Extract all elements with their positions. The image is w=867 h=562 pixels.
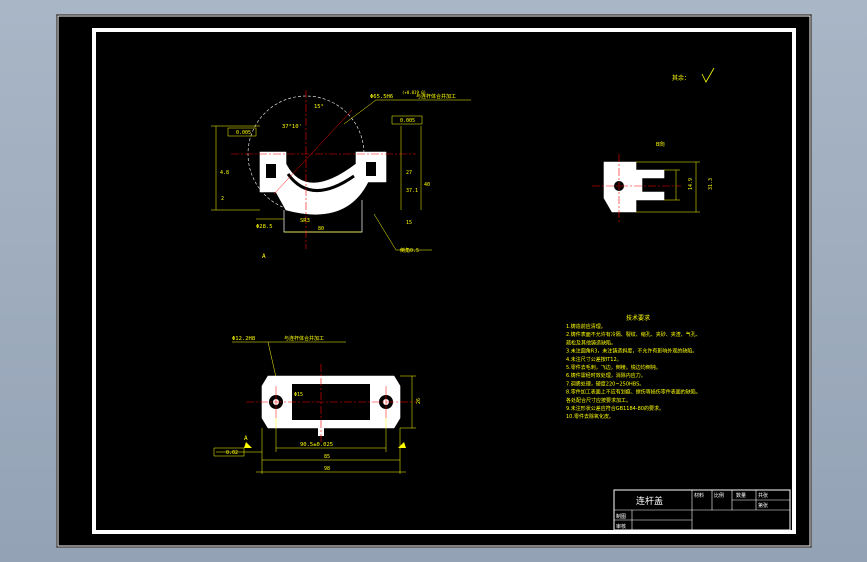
side-view[interactable]: B向 14.9 31.3 (592, 140, 714, 222)
tb-sheet2: 第张 (758, 502, 768, 509)
note-line: 各处配合尺寸应按要求加工。 (566, 397, 631, 404)
finish-note: 与连杆体合并加工 (416, 93, 456, 100)
tb-sheet: 共张 (758, 492, 768, 499)
note-line: 9.未注形状公差应符合GB1184-80的要求。 (566, 405, 664, 412)
note-line: 1.铸造前应清理。 (566, 323, 606, 330)
technical-notes: 技术要求 1.铸造前应清理。2.铸件表面不允许有冷隔、裂纹、缩孔、夹砂、夹渣、气… (566, 314, 701, 420)
note-line: 3.未注圆角R3，未注铸造斜度，不允许有影响外观的缺陷。 (566, 348, 697, 355)
perp-frame (391, 115, 423, 125)
plan-85: 85 (324, 454, 330, 460)
flatness-value: 0.005 (236, 130, 251, 136)
top-fit: (+0.019 0) (402, 90, 426, 95)
tb-row2: 比例 (714, 492, 724, 499)
width-80: 80 (318, 226, 324, 232)
plan-perp: 0.02 (226, 450, 238, 456)
tb-row3: 数量 (736, 492, 746, 499)
cad-viewport[interactable]: 其余： 0.005 0.005 Φ65.5H6 (56, 14, 812, 548)
left-height: 4.8 (220, 170, 229, 176)
tb-drawn: 制图 (616, 513, 626, 520)
right-dim: 37.1 (406, 188, 418, 194)
bore-depth: 40 (424, 182, 430, 188)
a-label: A (262, 253, 266, 260)
side-body (603, 161, 665, 213)
tb-row1: 材料 (694, 492, 704, 499)
plan-letter: A (244, 435, 248, 442)
plan-98: 98 (324, 466, 330, 472)
perp-value: 0.005 (400, 118, 415, 124)
note-line: 8.零件加工表面上不应有划痕、擦伤等损伤零件表面的缺陷。 (566, 389, 701, 396)
title-block[interactable]: 连杆盖 材料 比例 数量 共张 第张 制图 审核 (613, 489, 791, 531)
angle-label-2: 15° (314, 104, 324, 110)
bottom-left: 2 (221, 196, 224, 202)
leader-top (343, 99, 377, 125)
drawing-sheet: 其余： 0.005 0.005 Φ65.5H6 (57, 15, 811, 547)
tb-checked: 审核 (616, 523, 626, 530)
plan-arrow-2 (398, 442, 406, 448)
drawing-frame (92, 28, 796, 534)
label-15: 15 (406, 220, 412, 226)
height-27: 27 (406, 170, 412, 176)
plan-width: 90.5±0.025 (300, 442, 333, 448)
note-line: 4.未注尺寸公差按IT12。 (566, 356, 622, 363)
front-view[interactable]: 0.005 0.005 Φ65.5H6 (+0.019 0) 与连杆体合并加工 … (211, 90, 471, 260)
flatness-frame (227, 127, 257, 137)
notes-list: 1.铸造前应清理。2.铸件表面不允许有冷隔、裂纹、缩孔、夹砂、夹渣、气孔、 疏松… (566, 323, 701, 420)
drawing-title: 连杆盖 (636, 495, 663, 507)
right-slot (366, 162, 376, 176)
roughness-symbol (701, 67, 715, 83)
top-diameter: Φ65.5H6 (370, 94, 393, 100)
sr-label: SR3 (300, 218, 310, 224)
cap-body (259, 151, 387, 215)
notes-title: 技术要求 (626, 314, 650, 322)
outer-border (57, 15, 811, 547)
plan-note: 与连杆体合并加工 (284, 335, 324, 342)
bottom-note: 倒角0.5 (400, 247, 419, 254)
side-view-label: B向 (656, 140, 665, 148)
plan-perp-frame (213, 447, 245, 457)
note-line: 疏松及其他铸造缺陷。 (566, 339, 616, 346)
inner-arc (286, 173, 355, 192)
roughness-label: 其余： (672, 74, 690, 82)
plan-inner: Φ15 (294, 392, 303, 398)
note-line: 10.零件去除氧化皮。 (566, 413, 614, 420)
plan-right: 26 (416, 398, 422, 404)
plan-arrow (244, 442, 252, 448)
note-line: 7.调质处理，硬度220~250HBS。 (566, 380, 644, 387)
note-line: 5.零件去毛刺，飞边，倒棱。锐边均倒钝。 (566, 364, 661, 371)
plan-view[interactable]: Φ12.2H8 与连杆体合并加工 0.02 90.5±0.025 85 98 (213, 335, 422, 474)
leader-bottom (373, 213, 397, 251)
left-slot (266, 164, 276, 178)
note-line: 6.铸件需经时效处理，消除内应力。 (566, 372, 646, 379)
side-h2: 31.3 (708, 178, 714, 190)
phi-285: Φ28.5 (256, 224, 273, 230)
note-line: 2.铸件表面不允许有冷隔、裂纹、缩孔、夹砂、夹渣、气孔、 (566, 331, 701, 338)
diag-line (273, 109, 353, 195)
side-h1: 14.9 (688, 178, 694, 190)
plan-hole: Φ12.2H8 (232, 336, 255, 342)
angle-label: 37°10' (282, 124, 302, 130)
